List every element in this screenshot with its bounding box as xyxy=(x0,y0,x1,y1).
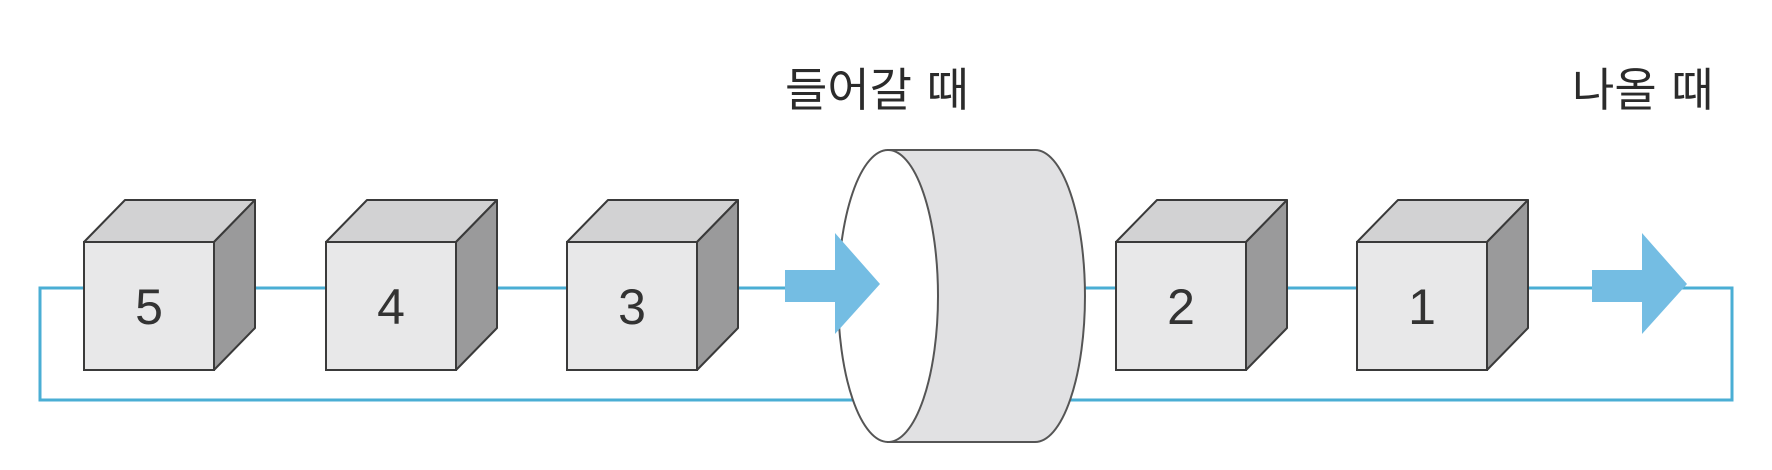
box-front-face xyxy=(83,241,215,371)
box-number: 5 xyxy=(135,279,163,335)
queue-box-1: 1 xyxy=(1356,199,1529,371)
exit-arrow xyxy=(1592,233,1687,334)
tube-body xyxy=(887,149,1086,443)
queue-box-2: 2 xyxy=(1115,199,1288,371)
exit-label: 나올 때 xyxy=(1572,63,1714,117)
box-number: 2 xyxy=(1167,279,1195,335)
box-number: 4 xyxy=(377,279,405,335)
queue-box-3: 3 xyxy=(566,199,739,371)
enter-arrow xyxy=(785,233,880,334)
box-number: 3 xyxy=(618,279,646,335)
queue-box-5: 5 xyxy=(83,199,256,371)
enter-label: 들어갈 때 xyxy=(785,63,969,117)
box-number: 1 xyxy=(1408,279,1436,335)
box-front-face xyxy=(1356,241,1488,371)
box-front-face xyxy=(1115,241,1247,371)
tube-cylinder xyxy=(837,149,1086,443)
box-front-face xyxy=(566,241,698,371)
queue-box-4: 4 xyxy=(325,199,498,371)
box-front-face xyxy=(325,241,457,371)
boxes: 5 4 3 2 1 xyxy=(83,199,1529,371)
